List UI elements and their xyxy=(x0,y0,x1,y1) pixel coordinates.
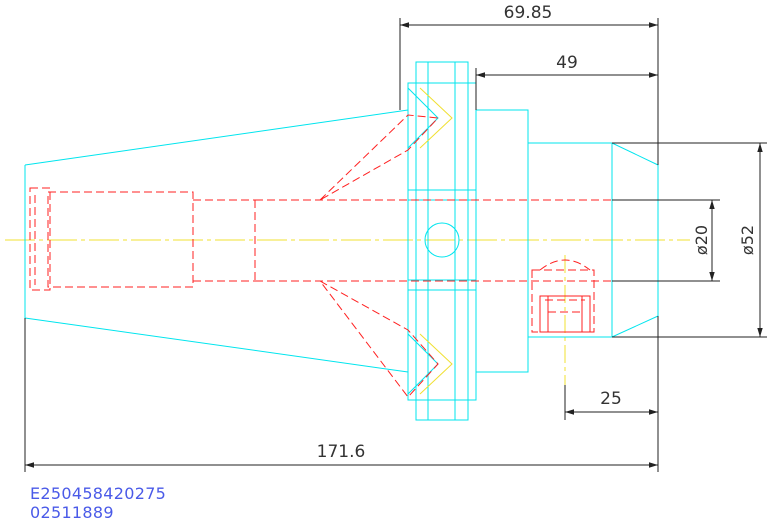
dim-label-bore-diameter: ø20 xyxy=(692,225,711,255)
dim-label-49: 49 xyxy=(556,53,578,73)
dim-label-body-diameter: ø52 xyxy=(738,225,757,255)
centerline xyxy=(5,239,690,385)
dimension-lines xyxy=(24,18,767,472)
dim-label-25: 25 xyxy=(600,389,622,409)
flange xyxy=(407,61,477,421)
dim-label-171-6: 171.6 xyxy=(317,442,366,462)
hidden-lines xyxy=(29,114,660,398)
drive-chevrons xyxy=(407,87,453,395)
part-code-line-1: E250458420275 xyxy=(30,484,167,503)
tool-body xyxy=(475,109,659,373)
part-code-line-2: 02511889 xyxy=(30,503,114,522)
drive-key xyxy=(539,295,591,333)
dim-label-69-85: 69.85 xyxy=(504,3,553,23)
taper-shank xyxy=(24,109,409,373)
